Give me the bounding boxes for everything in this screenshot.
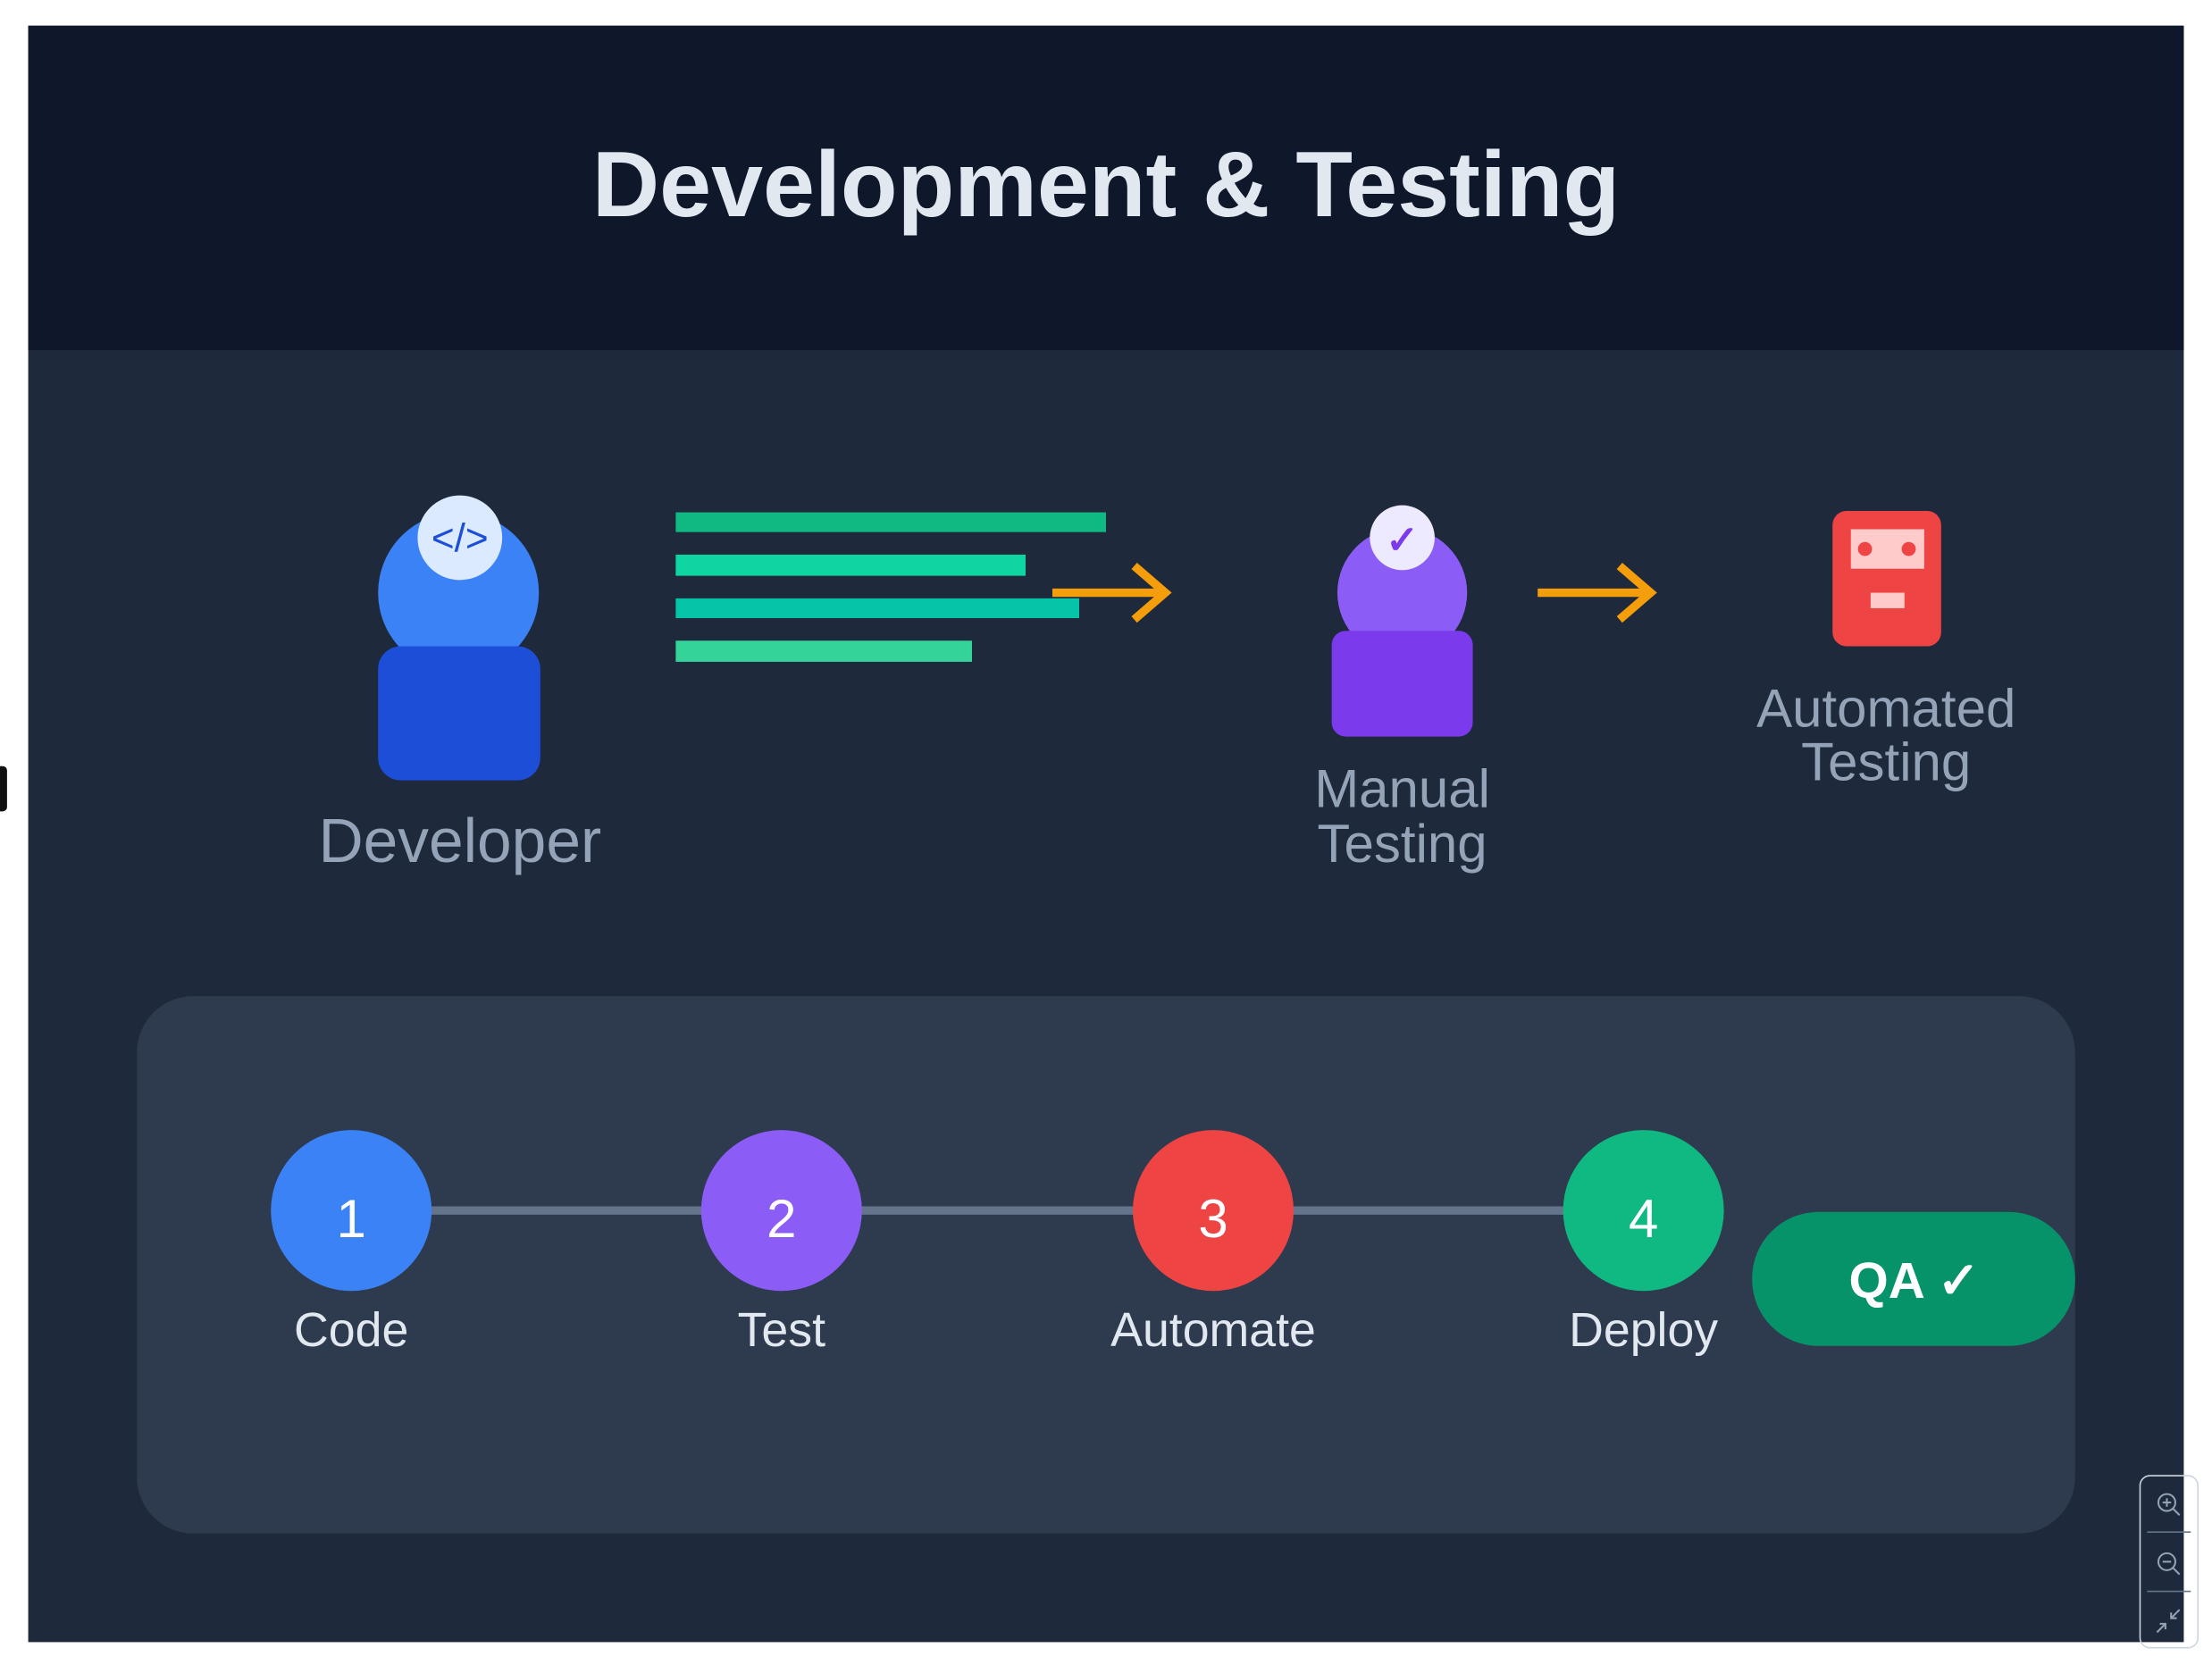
automated-testing-label-line2: Testing xyxy=(1801,732,1971,792)
zoom-controls xyxy=(2139,1475,2199,1649)
code-line xyxy=(675,598,1079,618)
zoom-out-icon[interactable] xyxy=(2157,1552,2181,1576)
developer-body xyxy=(378,646,540,781)
check-badge-text: ✓ xyxy=(1386,518,1419,562)
code-line xyxy=(675,512,1106,532)
step-number: 4 xyxy=(1629,1189,1658,1249)
code-line xyxy=(675,554,1026,576)
robot-icon xyxy=(1832,510,1941,647)
code-lines-icon xyxy=(675,512,1106,662)
step-label: Automate xyxy=(1110,1303,1316,1357)
qa-button[interactable]: QA ✓ xyxy=(1752,1211,2075,1346)
manual-testing-label-line1: Manual xyxy=(1314,759,1490,819)
step-number: 3 xyxy=(1198,1189,1227,1249)
code-badge-icon xyxy=(417,495,503,581)
step-label: Code xyxy=(294,1303,408,1357)
manual-testing-label-line2: Testing xyxy=(1318,814,1487,874)
qa-button-label: QA ✓ xyxy=(1849,1253,1981,1309)
code-badge-text: </> xyxy=(432,517,489,561)
step-label: Deploy xyxy=(1569,1303,1718,1357)
step-circle xyxy=(1133,1130,1295,1292)
code-line xyxy=(675,640,972,662)
left-edge-tab xyxy=(0,766,7,812)
step-number: 2 xyxy=(767,1189,796,1249)
developer-label: Developer xyxy=(318,806,601,875)
step-label: Test xyxy=(738,1303,826,1357)
step-circle xyxy=(700,1130,862,1292)
header-bar xyxy=(28,25,2184,350)
manual-tester-figure: ✓ Manual Testing xyxy=(1314,505,1490,874)
pipeline-panel xyxy=(137,996,2075,1534)
manual-tester-head xyxy=(1336,527,1468,658)
manual-tester-body xyxy=(1331,631,1473,737)
developer-figure: </> Developer xyxy=(318,495,601,875)
step-number: 1 xyxy=(337,1189,366,1249)
check-badge-icon xyxy=(1370,505,1435,571)
collapse-icon[interactable] xyxy=(2156,1609,2181,1634)
step-circle xyxy=(1563,1130,1724,1292)
automated-testing-label-line1: Automated xyxy=(1756,679,2015,739)
step-circle xyxy=(271,1130,432,1292)
arrow-right-icon xyxy=(1538,562,1657,623)
arrow-right-icon xyxy=(1052,562,1172,623)
zoom-in-icon[interactable] xyxy=(2157,1493,2181,1517)
page-title: Development & Testing xyxy=(592,133,1620,237)
